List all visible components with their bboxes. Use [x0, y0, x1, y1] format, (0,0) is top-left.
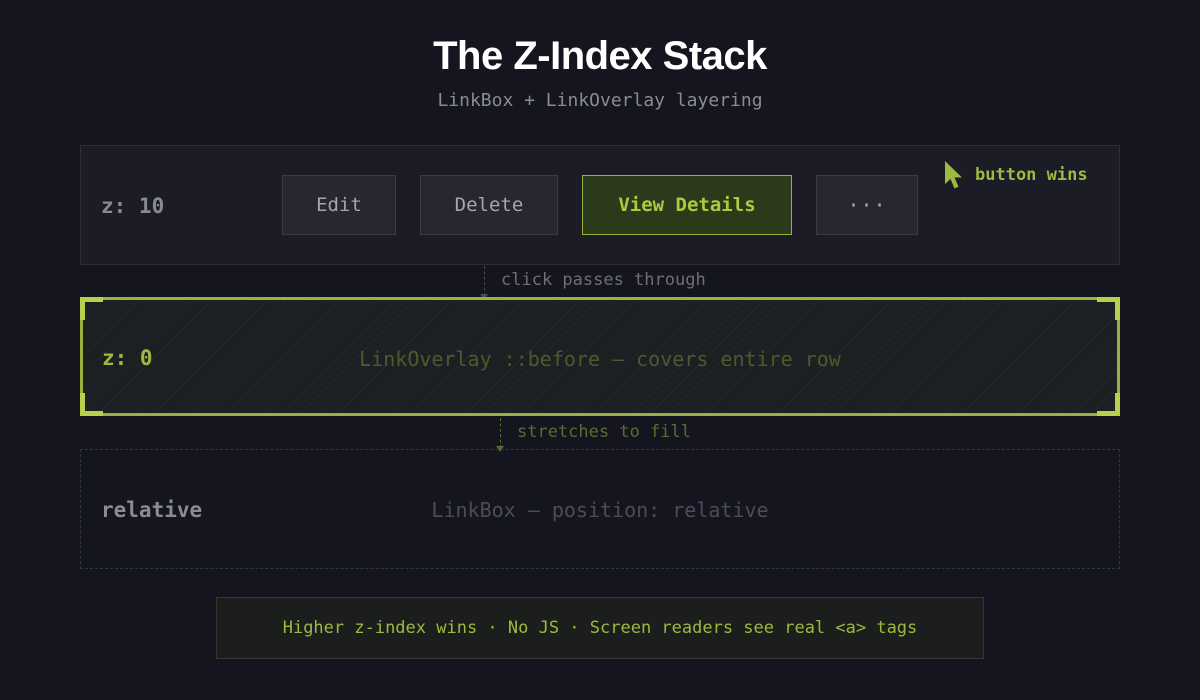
connector-line-top	[484, 266, 485, 296]
footer-summary: Higher z-index wins · No JS · Screen rea…	[216, 597, 984, 659]
corner-bracket-top-right	[1097, 297, 1120, 320]
button-wins-annotation: button wins	[943, 160, 1088, 190]
button-wins-label: button wins	[975, 165, 1088, 185]
stretches-to-fill-label: stretches to fill	[517, 422, 691, 442]
delete-button[interactable]: Delete	[420, 175, 558, 235]
link-box-description: LinkBox — position: relative	[431, 498, 769, 522]
corner-bracket-bottom-left	[80, 393, 103, 416]
layer-z0-label: z: 0	[102, 346, 153, 370]
corner-bracket-top-left	[80, 297, 103, 320]
edit-button[interactable]: Edit	[282, 175, 396, 235]
layer-relative-linkbox: relative LinkBox — position: relative	[80, 449, 1120, 569]
layer-z10-label: z: 10	[101, 194, 165, 218]
view-details-button[interactable]: View Details	[582, 175, 792, 235]
page-title: The Z-Index Stack	[433, 34, 767, 78]
page-subtitle: LinkBox + LinkOverlay layering	[437, 90, 763, 111]
connector-line-bottom	[500, 418, 501, 448]
more-options-button[interactable]: ···	[816, 175, 918, 235]
click-passes-through-label: click passes through	[501, 270, 706, 290]
cursor-arrow-icon	[945, 161, 962, 189]
link-overlay-description: LinkOverlay ::before — covers entire row	[359, 347, 841, 371]
layer-z0-overlay[interactable]: z: 0 LinkOverlay ::before — covers entir…	[80, 297, 1120, 416]
corner-bracket-bottom-right	[1097, 393, 1120, 416]
layer-z10: z: 10 Edit Delete View Details ··· butto…	[80, 145, 1120, 265]
layer-relative-label: relative	[101, 498, 203, 522]
